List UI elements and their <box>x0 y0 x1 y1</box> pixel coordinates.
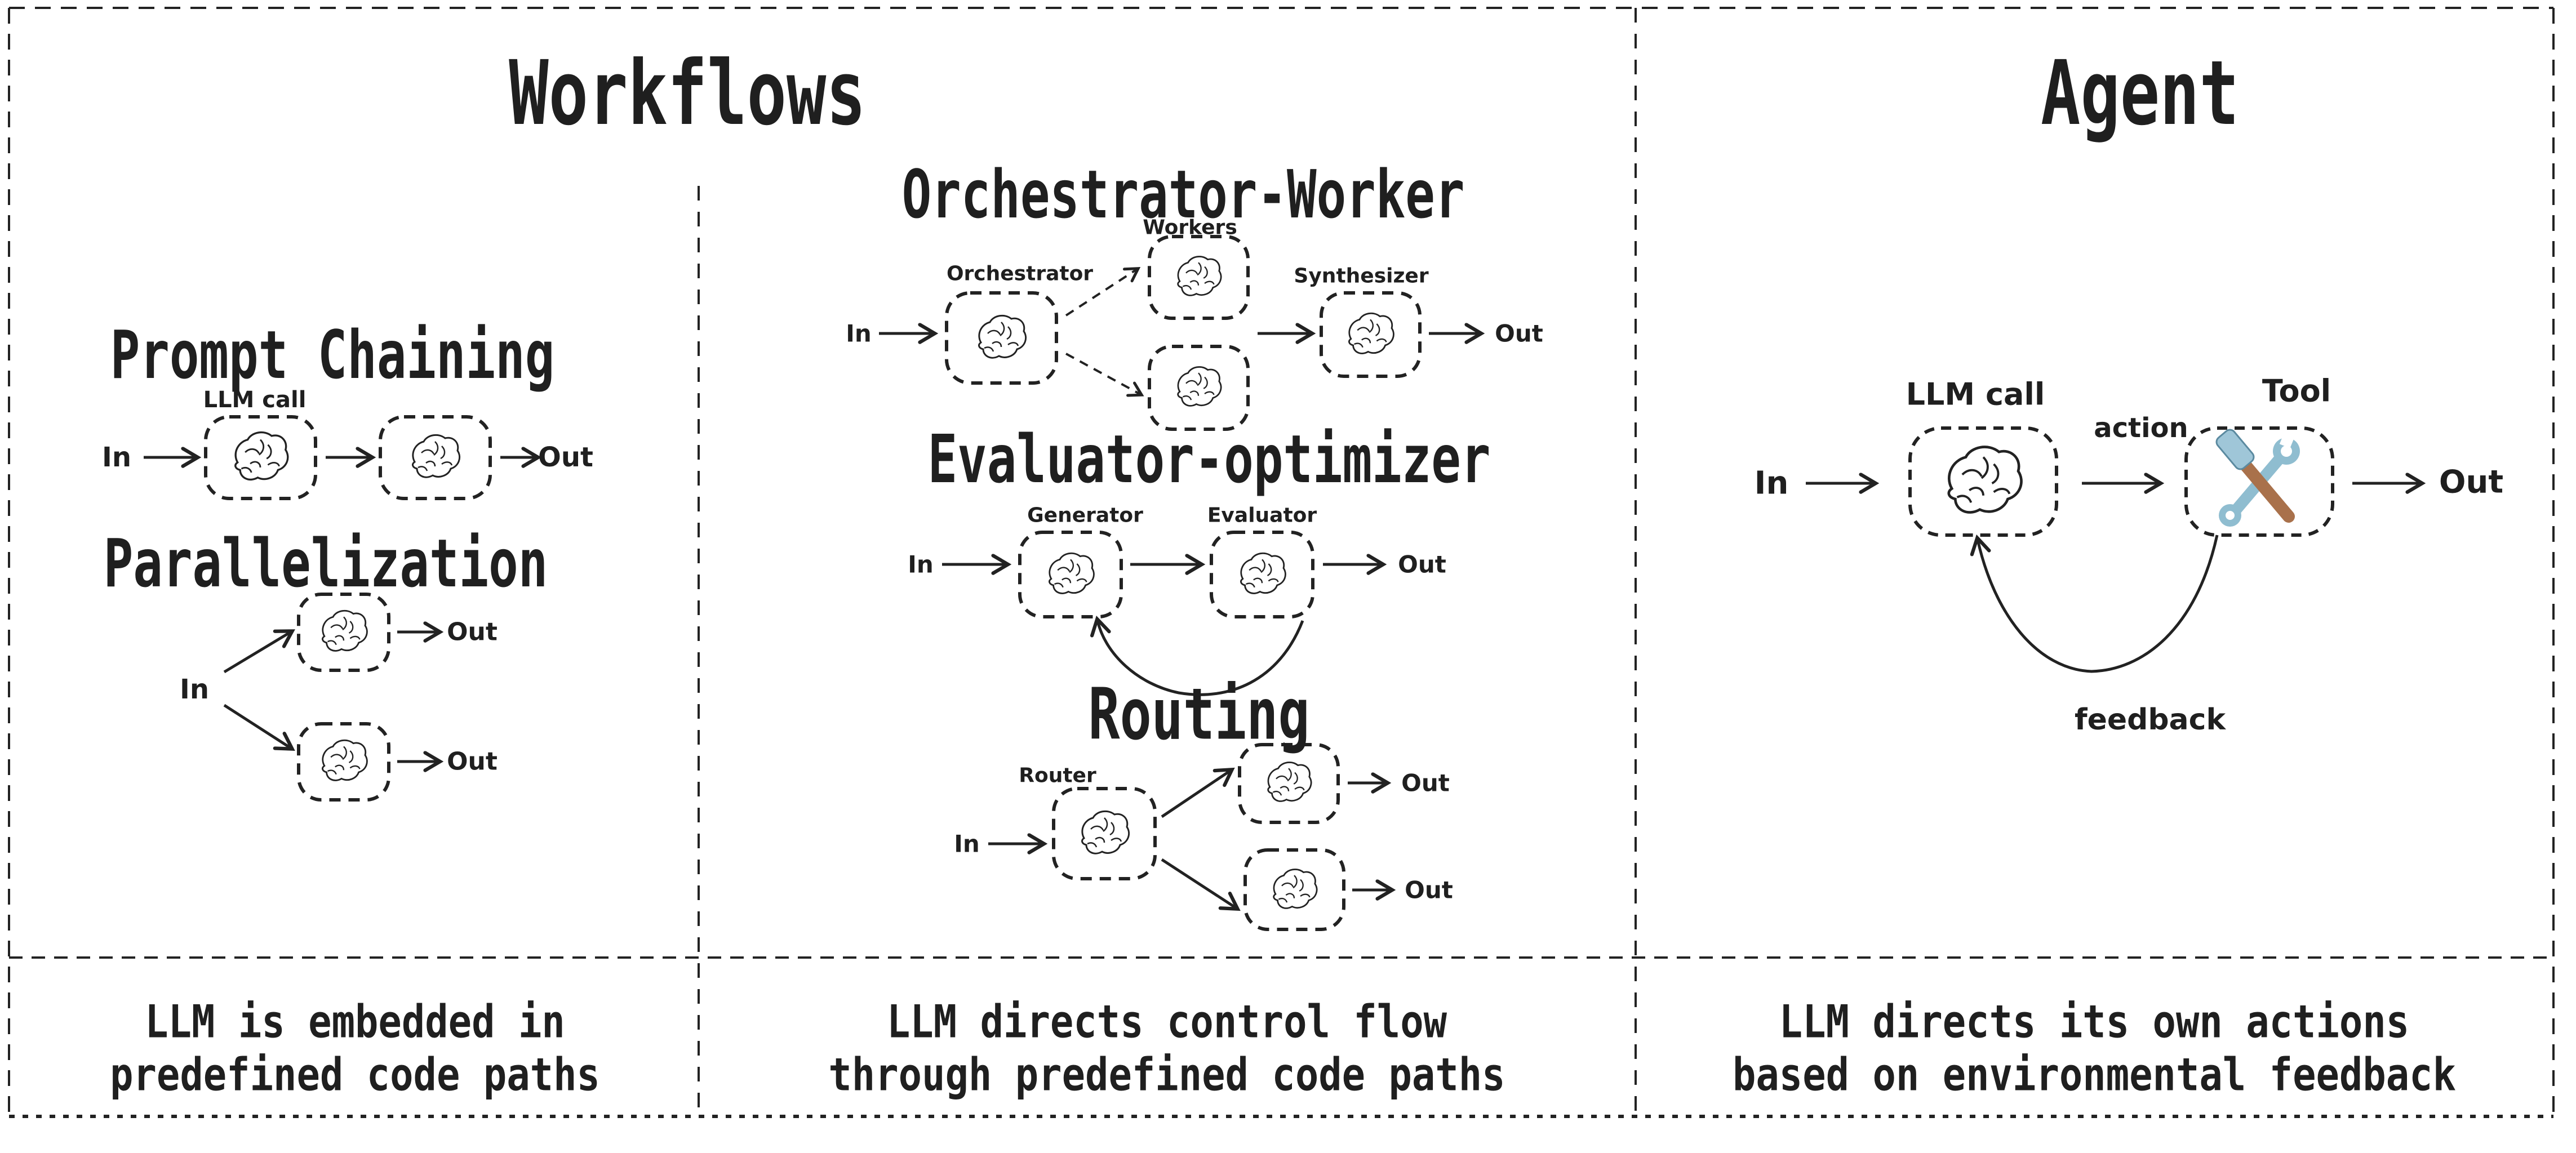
agent-caption-line2: based on environmental feedback <box>1732 1048 2457 1101</box>
out-label: Out <box>1495 319 1543 348</box>
agent-title: Agent <box>2041 42 2239 145</box>
out-label: Out <box>447 617 498 647</box>
arrow <box>223 704 295 751</box>
evaluator-label: Evaluator <box>1207 504 1317 527</box>
router-label: Router <box>1019 764 1096 787</box>
brain-doodle-icon <box>322 609 368 652</box>
feedback-label: feedback <box>2074 703 2226 737</box>
brain-doodle-icon <box>1273 869 1318 909</box>
prompt-chaining-llm-box-1 <box>204 415 317 500</box>
routing-title: Routing <box>1088 673 1310 756</box>
brain-doodle-icon <box>234 431 289 481</box>
in-label: In <box>101 442 132 473</box>
workflows-caption2-line2: through predefined code paths <box>828 1048 1505 1101</box>
action-label: action <box>2094 412 2188 444</box>
out-label: Out <box>1398 550 1446 578</box>
llm-call-label: LLM call <box>1906 376 2045 412</box>
prompt-chaining-llm-box-2 <box>379 415 492 500</box>
workflows-caption-line1: LLM is embedded in <box>145 995 565 1048</box>
in-label: In <box>1754 465 1789 502</box>
generator-box <box>1018 531 1123 618</box>
brain-doodle-icon <box>978 314 1027 359</box>
in-label: In <box>908 550 934 578</box>
in-label: In <box>954 830 980 858</box>
out-label: Out <box>1405 876 1453 904</box>
tool-label: Tool <box>2262 373 2331 409</box>
brain-doodle-icon <box>1049 552 1095 594</box>
orchestrator-box <box>945 291 1058 385</box>
out-label: Out <box>1401 769 1450 797</box>
prompt-chaining-title: Prompt Chaining <box>110 316 555 394</box>
hammer-wrench-icon <box>2215 429 2300 527</box>
out-label: Out <box>2439 464 2504 501</box>
dashed-arrow <box>1065 353 1144 397</box>
router-box <box>1052 787 1157 880</box>
workers-label: Workers <box>1143 216 1237 239</box>
brain-doodle-icon <box>1348 312 1394 354</box>
brain-doodle-icon <box>1177 366 1222 407</box>
generator-label: Generator <box>1027 504 1143 527</box>
out-label: Out <box>538 442 593 473</box>
parallelization-title: Parallelization <box>103 524 548 602</box>
brain-doodle-icon <box>1081 810 1130 854</box>
synthesizer-box <box>1320 291 1422 378</box>
evaluator-box <box>1210 531 1314 618</box>
agent-tool-box <box>2184 426 2334 537</box>
feedback-loop-arrow <box>1090 615 1304 696</box>
orchestrator-label: Orchestrator <box>946 262 1094 286</box>
synthesizer-label: Synthesizer <box>1294 264 1429 288</box>
brain-doodle-icon <box>322 739 368 781</box>
brain-doodle-icon <box>412 434 461 478</box>
workflows-caption2-line1: LLM directs control flow <box>886 995 1447 1048</box>
workflows-caption-line2: predefined code paths <box>110 1048 600 1101</box>
arrow <box>1161 767 1235 818</box>
brain-doodle-icon <box>1949 447 2022 513</box>
agent-caption-line1: LLM directs its own actions <box>1779 995 2410 1048</box>
out-label: Out <box>447 747 498 776</box>
worker-box-bottom <box>1148 345 1250 431</box>
in-label: In <box>846 319 872 348</box>
llm-call-label: LLM call <box>203 387 307 413</box>
worker-box-top <box>1148 235 1250 320</box>
dashed-arrow <box>1065 266 1141 317</box>
brain-doodle-icon <box>1240 552 1286 594</box>
routing-llm-box-bottom <box>1243 848 1345 931</box>
arrow <box>1161 858 1241 911</box>
evaluator-optimizer-title: Evaluator-optimizer <box>927 420 1491 498</box>
routing-llm-box-top <box>1238 743 1340 824</box>
brain-doodle-icon <box>1267 762 1312 802</box>
parallelization-llm-box-bottom <box>297 722 390 802</box>
workflows-title: Workflows <box>509 42 866 145</box>
orchestrator-worker-title: Orchestrator-Worker <box>901 155 1465 233</box>
in-label: In <box>179 674 210 705</box>
feedback-loop-arrow <box>1970 534 2219 673</box>
brain-doodle-icon <box>1177 256 1222 296</box>
arrow <box>223 629 295 674</box>
parallelization-llm-box-top <box>297 593 390 672</box>
